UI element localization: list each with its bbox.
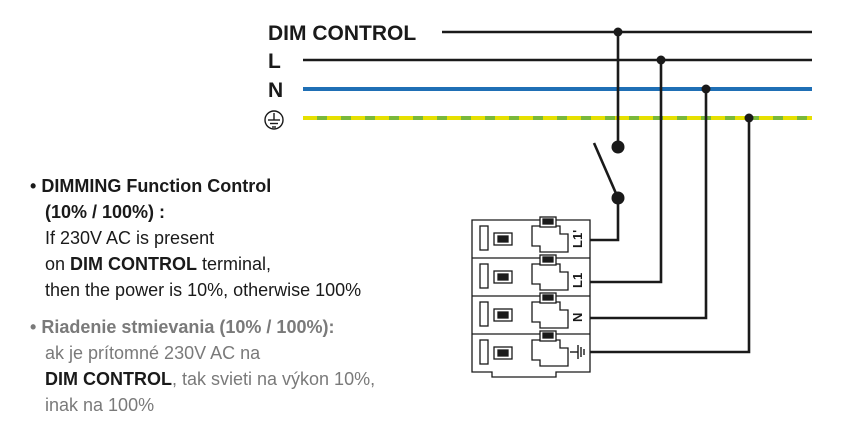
wire-label-l: L (268, 50, 281, 73)
en-line2-post: terminal, (197, 254, 272, 274)
wire-label-dim-control: DIM CONTROL (268, 22, 416, 45)
sk-bullet: • (30, 317, 37, 337)
terminal-label-l1: L1 (570, 273, 585, 288)
earth-ground-icon (264, 110, 284, 130)
en-heading-values: (10% / 100%) : (45, 202, 166, 222)
terminal-row-l1 (479, 254, 569, 291)
en-line1: If 230V AC is present (45, 228, 215, 248)
sk-line1: ak je prítomné 230V AC na (45, 343, 261, 363)
terminal-label-n: N (570, 313, 585, 322)
en-bullet: • (30, 176, 37, 196)
sk-line2: DIM CONTROL, tak svieti na výkon 10%, (45, 366, 375, 392)
en-heading: • DIMMING Function Control (30, 173, 271, 199)
drop-wires (590, 32, 751, 354)
terminal-earth-icon (570, 345, 585, 359)
sk-line3: inak na 100% (45, 395, 155, 415)
wire-label-n: N (268, 79, 283, 102)
en-heading-text: DIMMING Function Control (41, 176, 272, 196)
sk-line2-post: , tak svieti na výkon 10%, (171, 369, 376, 389)
sk-heading-text: Riadenie stmievania (10% / 100%): (41, 317, 335, 337)
terminal-row-earth (479, 330, 569, 367)
sk-line2-bold: DIM CONTROL (45, 369, 172, 389)
en-line3: then the power is 10%, otherwise 100% (45, 280, 362, 300)
terminal-block (471, 216, 591, 378)
en-line2: on DIM CONTROL terminal, (45, 251, 271, 277)
en-line2-bold: DIM CONTROL (70, 254, 198, 274)
sk-heading: • Riadenie stmievania (10% / 100%): (30, 314, 334, 340)
switch-icon (592, 140, 625, 205)
terminal-row-l1-prime (479, 216, 569, 253)
terminal-label-l1-prime: L1' (570, 230, 585, 248)
en-line2-pre: on (45, 254, 71, 274)
terminal-row-n (479, 292, 569, 329)
